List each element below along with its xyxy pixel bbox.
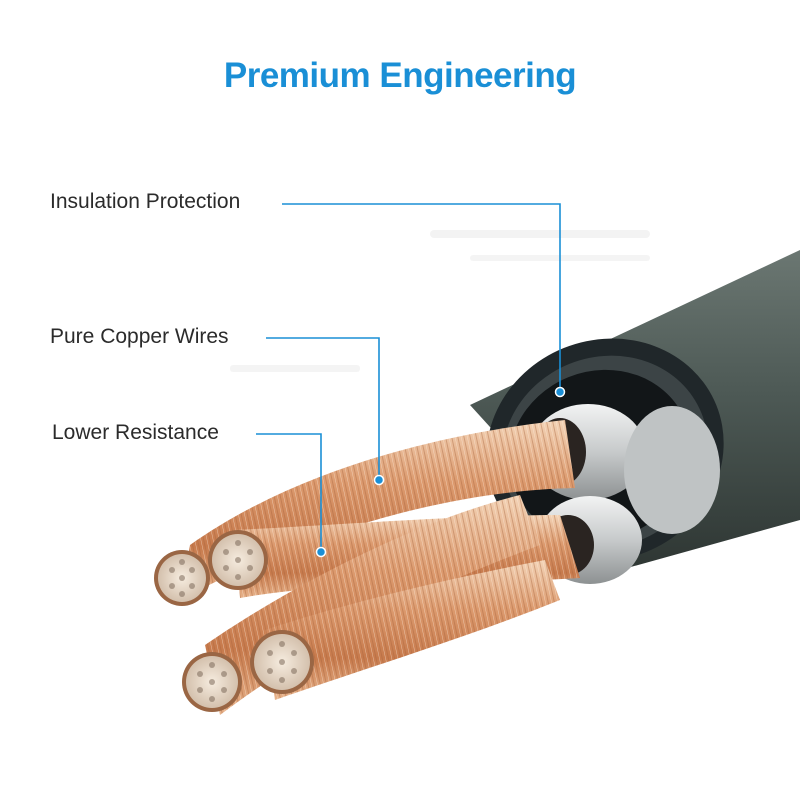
page-title: Premium Engineering <box>223 56 577 95</box>
resistance-callout <box>256 433 327 558</box>
wire-ends <box>154 530 314 712</box>
insulation-protection-label: Insulation Protection <box>50 190 241 213</box>
pure-copper-wires-label: Pure Copper Wires <box>50 325 229 348</box>
copper-callout <box>266 337 385 486</box>
lower-resistance-label: Lower Resistance <box>52 421 219 444</box>
background-texture <box>230 230 650 372</box>
insulation-callout <box>282 203 566 398</box>
